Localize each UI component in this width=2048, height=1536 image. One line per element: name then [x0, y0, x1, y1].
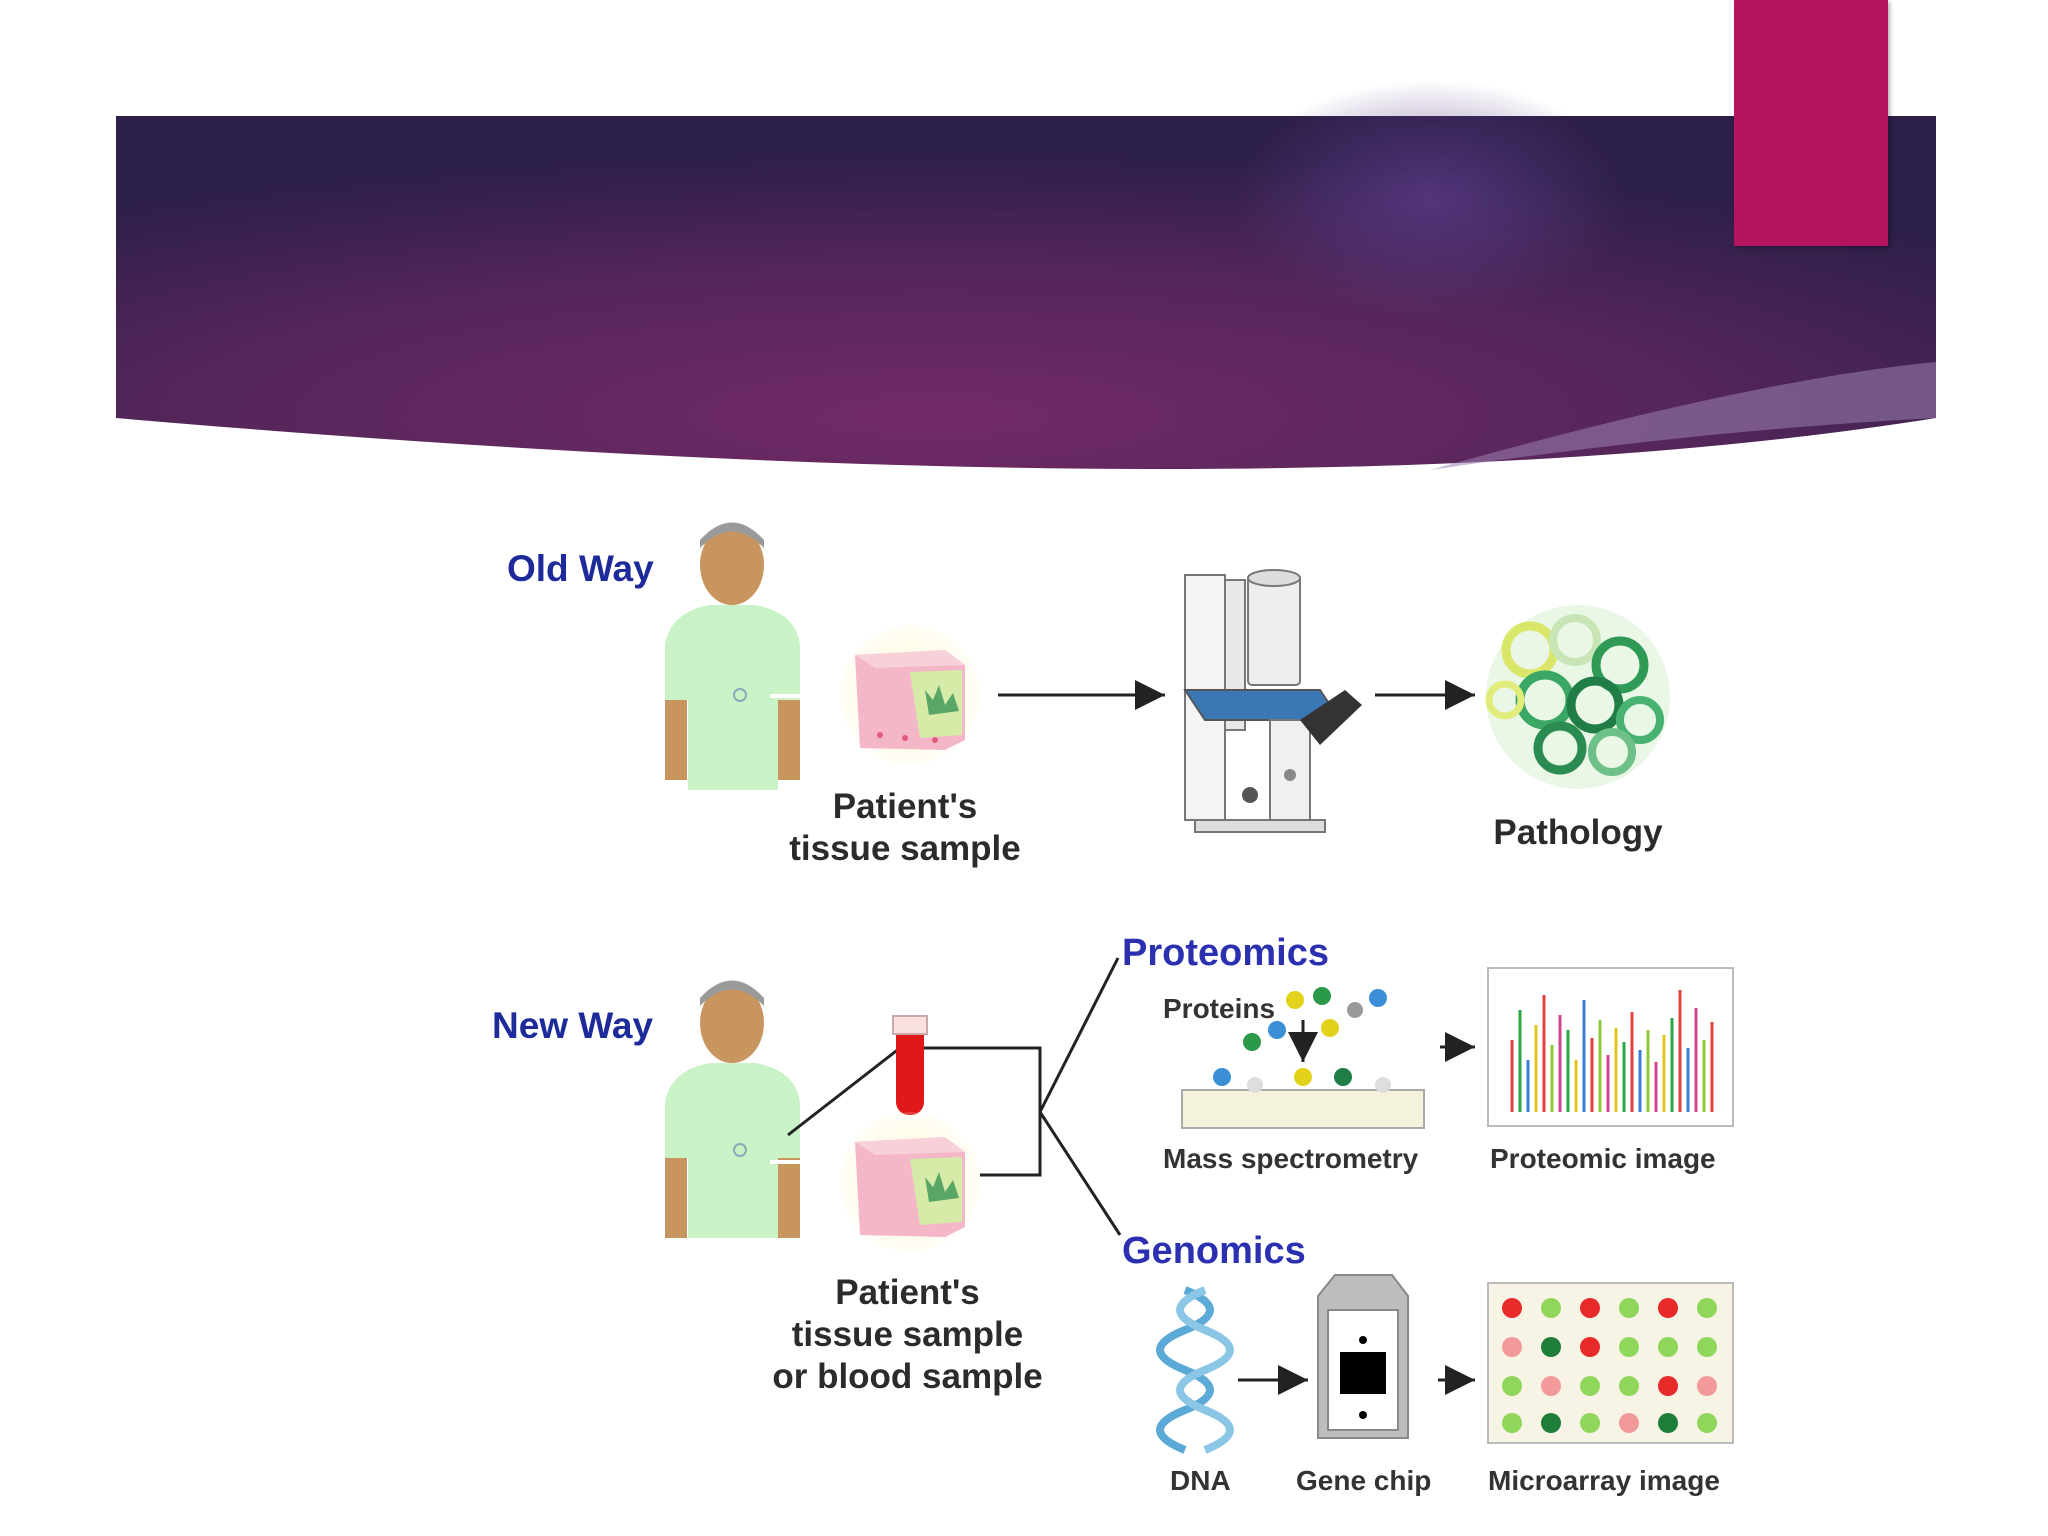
- accent-tab: [1734, 0, 1888, 246]
- new-sample-caption-line3: or blood sample: [772, 1357, 1043, 1396]
- proteomic-image-label: Proteomic image: [1490, 1143, 1716, 1174]
- old-sample-caption-line1: Patient's: [832, 787, 978, 826]
- old-way-label: Old Way: [507, 548, 654, 589]
- microarray-image-grid: [1487, 1282, 1734, 1444]
- new-sample-caption-line2: tissue sample: [791, 1315, 1024, 1354]
- proteins-label: Proteins: [1163, 993, 1276, 1024]
- blood-tube-icon: [892, 1015, 928, 1115]
- new-way-label: New Way: [492, 1005, 654, 1046]
- mass-spectrometry-icon: [1181, 987, 1425, 1129]
- proteomics-title: Proteomics: [1122, 932, 1329, 974]
- title-banner: [116, 80, 1936, 470]
- dna-label: DNA: [1170, 1465, 1231, 1496]
- microarray-image-label: Microarray image: [1488, 1465, 1720, 1496]
- patient-figure-old: [665, 522, 800, 790]
- mass-spectrometry-label: Mass spectrometry: [1163, 1143, 1419, 1174]
- tissue-sample-old: [840, 625, 980, 765]
- old-sample-caption: Patient's tissue sample: [770, 786, 1040, 870]
- pathology-slide-icon: [1485, 605, 1670, 789]
- gene-chip-icon: [1317, 1274, 1409, 1439]
- pathology-label: Pathology: [1493, 813, 1663, 852]
- old-sample-caption-line2: tissue sample: [789, 829, 1021, 868]
- genomics-title: Genomics: [1122, 1230, 1306, 1272]
- microscope-icon: [1183, 569, 1362, 833]
- gene-chip-label: Gene chip: [1296, 1465, 1432, 1496]
- new-sample-caption: Patient's tissue sample or blood sample: [740, 1272, 1075, 1398]
- dna-helix-icon: [1156, 1286, 1234, 1454]
- proteomic-image-chart: [1487, 967, 1734, 1127]
- patient-figure-new: [665, 980, 800, 1238]
- new-sample-caption-line1: Patient's: [835, 1273, 980, 1312]
- tissue-sample-new: [840, 1112, 980, 1252]
